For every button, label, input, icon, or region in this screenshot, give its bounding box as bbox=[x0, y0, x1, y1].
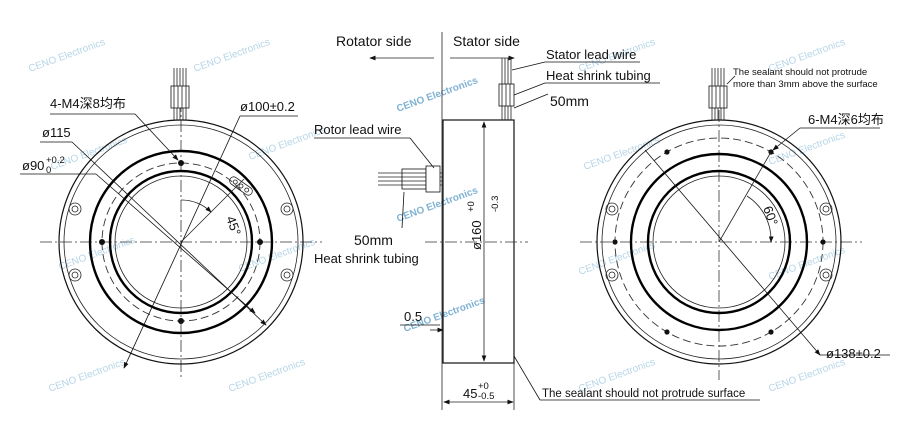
rotator-side-label: Rotator side bbox=[336, 33, 412, 49]
flange-mount-holes bbox=[605, 202, 833, 282]
stator-side-label: Stator side bbox=[453, 33, 520, 49]
rotor-lead-wires bbox=[378, 165, 443, 193]
outer-flange-inner-circle bbox=[63, 124, 299, 360]
watermark: CENO Electronics bbox=[237, 237, 316, 275]
hole bbox=[257, 239, 263, 245]
watermark: CENO Electronics bbox=[49, 135, 128, 173]
watermark: CENO Electronics bbox=[27, 37, 106, 75]
d160-tol-top: +0 bbox=[466, 201, 477, 212]
d90-tol-bot: 0 bbox=[46, 165, 51, 176]
d90-tol-top: +0.2 bbox=[46, 155, 65, 166]
heat-shrink-top-label: Heat shrink tubing bbox=[546, 68, 651, 83]
top-lead-wires bbox=[708, 68, 728, 120]
length-bottom-label: 50mm bbox=[354, 232, 393, 248]
d100-leader bbox=[123, 115, 241, 369]
hole bbox=[178, 318, 184, 324]
rotor-body-circle bbox=[88, 149, 274, 335]
bore-inner-circle bbox=[652, 175, 786, 309]
sealant-note-bottom: The sealant should not protrude surface bbox=[542, 388, 745, 400]
length-top-label: 50mm bbox=[550, 93, 589, 109]
d138-label: ø138±0.2 bbox=[826, 346, 881, 361]
top-lead-wires bbox=[170, 68, 190, 120]
stator-lead-wires bbox=[498, 58, 515, 120]
watermark: CENO Electronics bbox=[767, 357, 846, 395]
outer-flange-circle bbox=[58, 119, 304, 365]
holes-label: 4-M4深8均布 bbox=[50, 96, 126, 111]
watermark: CENO Electronics bbox=[395, 75, 480, 115]
watermark: CENO Electronics bbox=[47, 357, 126, 395]
hole bbox=[178, 160, 184, 166]
angle-60-label: 60° bbox=[760, 204, 781, 228]
watermark: CENO Electronics bbox=[57, 235, 136, 273]
watermark: CENO Electronics bbox=[192, 37, 271, 75]
d100-label: ø100±0.2 bbox=[240, 99, 295, 114]
wire-slot bbox=[229, 176, 253, 196]
rotor-lead-wire-label: Rotor lead wire bbox=[314, 122, 401, 137]
dim-45-label: 45 bbox=[463, 386, 477, 401]
holes-label: 6-M4深6均布 bbox=[808, 112, 884, 127]
angle-arc-60 bbox=[746, 195, 774, 243]
outer-flange-inner-circle bbox=[601, 124, 837, 360]
d115-label: ø115 bbox=[42, 125, 71, 140]
bore-circle bbox=[646, 169, 792, 315]
bore-circle bbox=[108, 169, 254, 315]
watermark: CENO Electronics bbox=[227, 357, 306, 395]
d160-label: ø160 bbox=[469, 220, 484, 250]
stator-lead-wire-label: Stator lead wire bbox=[546, 47, 636, 62]
left-front-view: 4-M4深8均布 ø100±0.2 ø115 ø90 +0.2 0 45° bbox=[20, 68, 322, 380]
d90-label: ø90 bbox=[22, 158, 44, 173]
sealant-note-line2: more than 3mm above the surface bbox=[733, 79, 878, 90]
angle-arc-45 bbox=[180, 199, 212, 213]
outer-flange-circle bbox=[596, 119, 842, 365]
flange-mount-holes bbox=[68, 202, 294, 282]
holes-leader bbox=[134, 113, 179, 161]
d160-tol-bot: -0.3 bbox=[490, 196, 501, 212]
m4-holes bbox=[612, 149, 826, 335]
dim-45-tol-top: +0 bbox=[478, 381, 489, 392]
side-view: Rotator side Stator side Stator lead wir… bbox=[314, 32, 760, 410]
dim-0-5-label: 0.5 bbox=[404, 309, 422, 324]
stator-body-circle bbox=[629, 152, 809, 332]
bore-inner-circle bbox=[114, 175, 248, 309]
right-front-view: The sealant should not protrude more tha… bbox=[580, 67, 890, 380]
d115-leader bbox=[71, 141, 267, 326]
m4-holes bbox=[99, 160, 263, 324]
angle-45-label: 45° bbox=[223, 214, 244, 238]
sealant-note-line1: The sealant should not protrude bbox=[733, 67, 867, 78]
dim-45-tol-bot: -0.5 bbox=[478, 391, 494, 402]
heat-shrink-bottom-label: Heat shrink tubing bbox=[314, 251, 419, 266]
hole bbox=[99, 239, 105, 245]
slip-ring-body bbox=[442, 119, 515, 364]
